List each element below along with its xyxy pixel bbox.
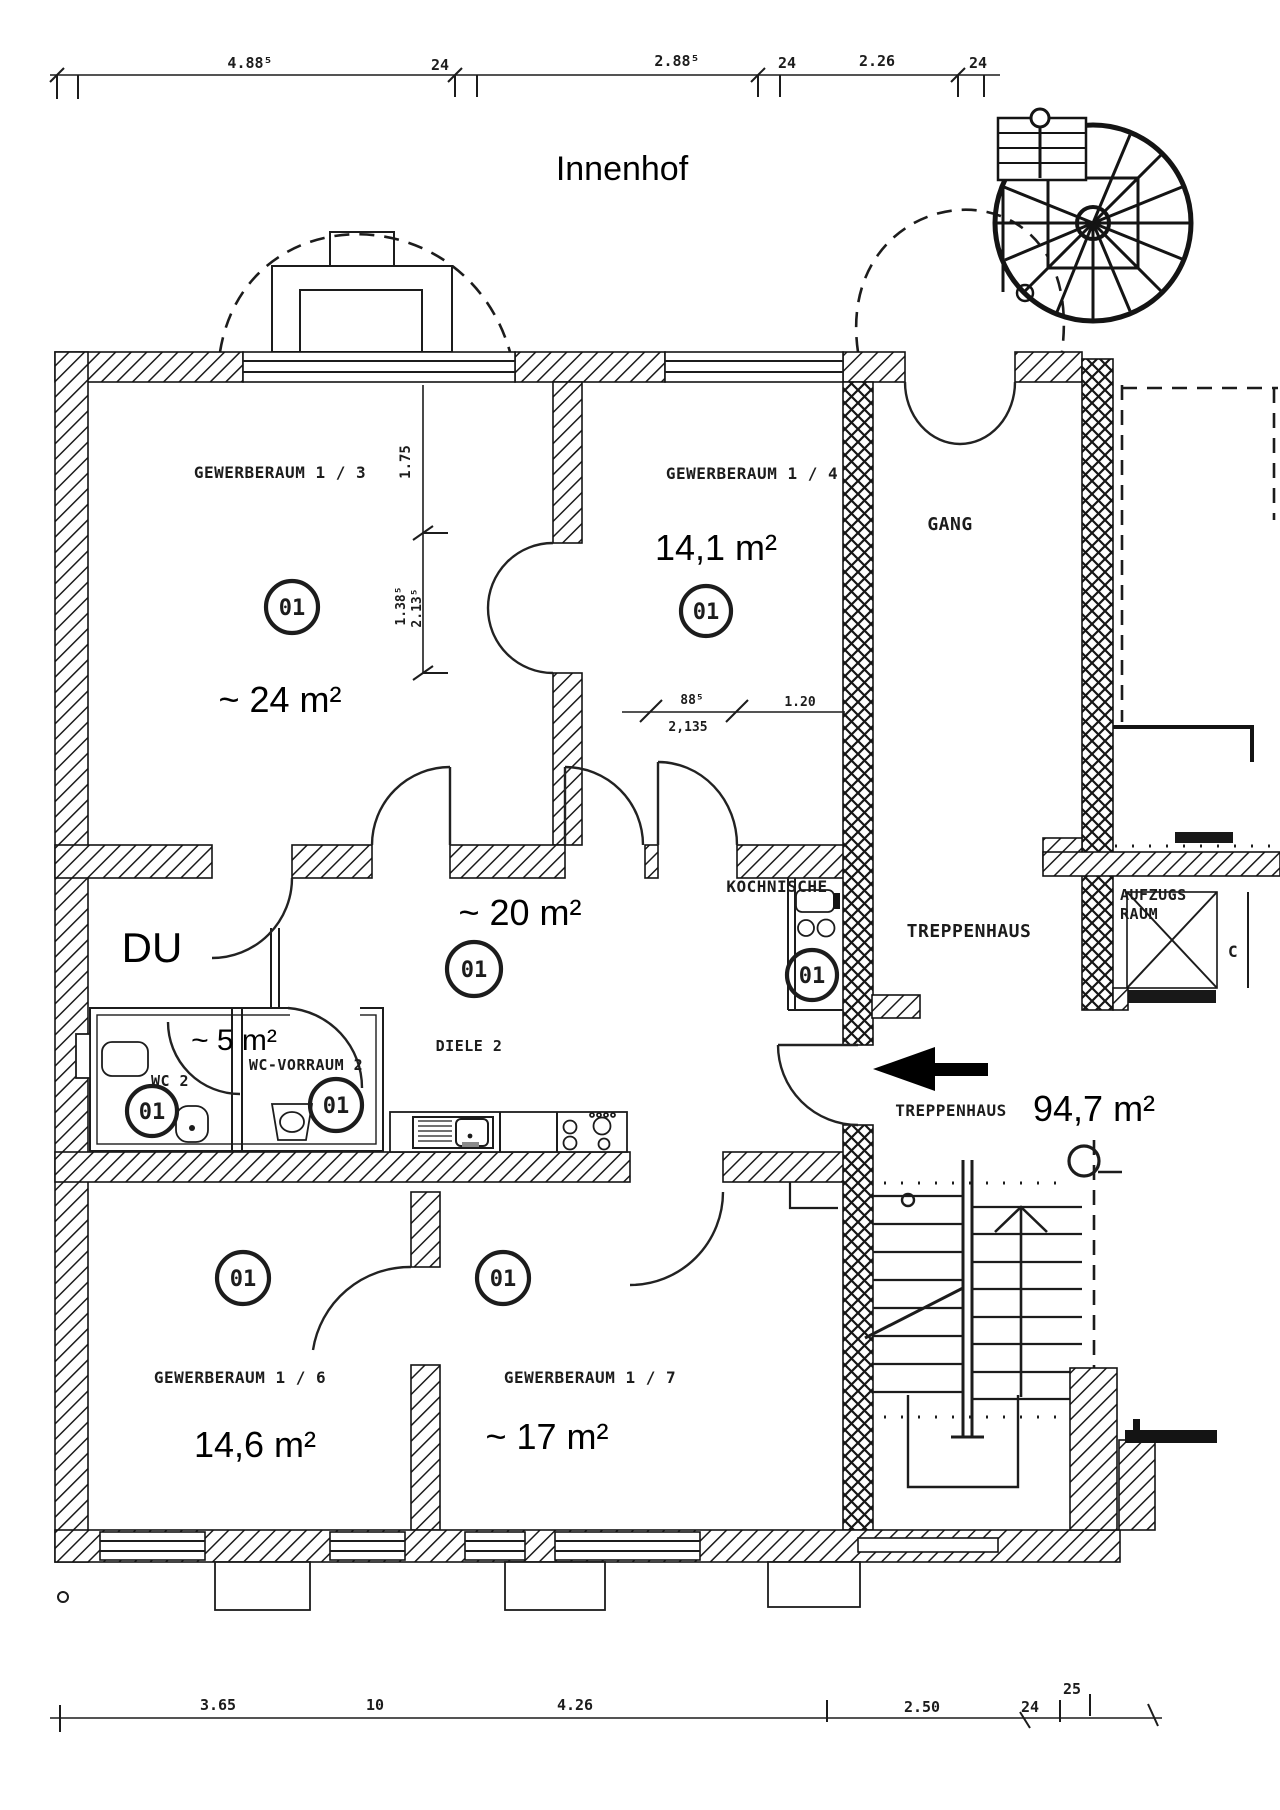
label-gang: GANG	[927, 514, 972, 535]
dashed-arc-left	[218, 232, 512, 353]
label-aufzug-1: AUFZUGS	[1120, 886, 1187, 904]
annotation-du: DU	[122, 924, 183, 971]
svg-text:01: 01	[799, 964, 826, 989]
dim-v-2135: 2.13⁵	[410, 588, 425, 627]
svg-text:01: 01	[323, 1094, 350, 1119]
svg-text:01: 01	[139, 1100, 166, 1125]
svg-text:01: 01	[461, 958, 488, 983]
label-gewerberaum-1-7: GEWERBERAUM 1 / 7	[504, 1368, 676, 1387]
annotation-area-g14: 14,1 m²	[655, 527, 777, 568]
label-treppenhaus-upper: TREPPENHAUS	[907, 921, 1032, 942]
unit-marker-g14: 01	[678, 583, 734, 639]
label-wc2: WC 2	[151, 1072, 189, 1090]
stairwell	[788, 1140, 1217, 1531]
doors	[166, 381, 1017, 1351]
dim-bottom-2: 10	[366, 1696, 384, 1714]
svg-text:01: 01	[230, 1267, 257, 1292]
dim-h-120: 1.20	[784, 695, 815, 710]
unit-marker-diele: 01	[444, 939, 504, 999]
dim-bottom-5: 24	[1021, 1698, 1039, 1716]
annotation-area-treppenhaus: 94,7 m²	[1033, 1088, 1155, 1129]
dim-top-5: 2.26	[859, 52, 895, 70]
annotation-area-diele: ~ 20 m²	[458, 892, 581, 933]
kochnische-niche	[787, 878, 843, 1011]
bottom-windows	[99, 1531, 999, 1561]
dim-top-6: 24	[969, 54, 987, 72]
label-wc-vorraum: WC-VORRAUM 2	[249, 1056, 363, 1074]
dim-top-2: 24	[431, 56, 449, 74]
kitchen-counter	[389, 1111, 628, 1153]
label-kochnische: KOCHNISCHE	[726, 877, 827, 896]
courtyard-features	[218, 208, 1066, 374]
unit-marker-g13: 01	[263, 578, 321, 636]
annotation-innenhof: Innenhof	[556, 150, 689, 188]
dim-bottom-6: 25	[1063, 1680, 1081, 1698]
label-gewerberaum-1-4: GEWERBERAUM 1 / 4	[666, 464, 838, 483]
dim-bottom-3: 4.26	[557, 1696, 593, 1714]
annotation-area-g13: ~ 24 m²	[218, 679, 341, 720]
label-diele: DIELE 2	[436, 1037, 503, 1055]
dim-v-175: 1.75	[398, 445, 414, 479]
top-windows	[242, 351, 844, 383]
dim-v-1385: 1.38⁵	[394, 586, 409, 625]
entrance-arrow-icon	[873, 1047, 988, 1091]
annotation-area-du: ~ 5 m²	[191, 1024, 277, 1057]
dim-top-4: 24	[778, 54, 796, 72]
walls	[54, 351, 1121, 1611]
unit-markers: 01 01 01 01 01 01 01 01	[124, 578, 840, 1307]
spiral-staircase	[992, 107, 1194, 324]
dim-top-3: 2.88⁵	[654, 52, 699, 70]
dim-h-885: 88⁵	[680, 693, 703, 708]
dashed-arc-right	[854, 208, 1066, 353]
svg-text:01: 01	[279, 596, 306, 621]
dim-h-2135: 2,135	[668, 720, 707, 735]
wc-du-area	[75, 928, 384, 1152]
label-gewerberaum-1-3: GEWERBERAUM 1 / 3	[194, 463, 366, 482]
dim-top-1: 4.88⁵	[227, 54, 272, 72]
label-c-cut: C	[1228, 942, 1238, 961]
aufzug-area	[1042, 385, 1280, 1011]
unit-marker-kochnische: 01	[784, 947, 840, 1003]
bottom-dimension-line: 3.65 10 4.26 2.50 24 25	[50, 1680, 1162, 1732]
interior-dimensions: 1.75 1.38⁵ 2.13⁵ 88⁵ 2,135 1.20	[394, 385, 845, 735]
dim-bottom-4: 2.50	[904, 1698, 940, 1716]
top-dimension-line: 4.88⁵ 24 2.88⁵ 24 2.26 24	[49, 52, 1000, 99]
annotation-area-g16: 14,6 m²	[194, 1424, 316, 1465]
svg-text:01: 01	[490, 1267, 517, 1292]
unit-marker-g16: 01	[214, 1249, 272, 1307]
label-aufzug-2: RAUM	[1120, 905, 1158, 923]
unit-marker-vorraum: 01	[307, 1076, 365, 1134]
unit-marker-g17: 01	[474, 1249, 532, 1307]
unit-marker-wc2: 01	[124, 1083, 180, 1139]
svg-text:01: 01	[693, 600, 720, 625]
dim-bottom-1: 3.65	[200, 1696, 236, 1714]
label-treppenhaus-lower: TREPPENHAUS	[895, 1101, 1006, 1120]
annotation-area-g17: ~ 17 m²	[485, 1416, 608, 1457]
annotations: Innenhof ~ 24 m² 14,1 m² ~ 20 m² DU ~ 5 …	[122, 150, 1155, 1465]
label-gewerberaum-1-6: GEWERBERAUM 1 / 6	[154, 1368, 326, 1387]
plan-labels: GEWERBERAUM 1 / 3 GEWERBERAUM 1 / 4 GANG…	[151, 463, 1238, 1387]
